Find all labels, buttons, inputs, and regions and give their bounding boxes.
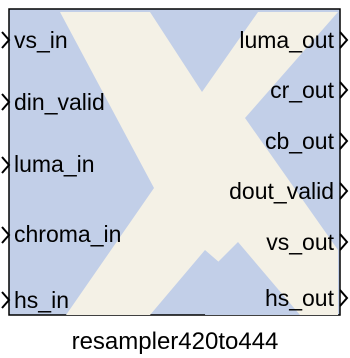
output-port[interactable]: cr_out xyxy=(270,77,349,103)
input-port[interactable]: vs_in xyxy=(1,27,68,53)
output-port[interactable]: luma_out xyxy=(239,27,349,53)
input-port-label: din_valid xyxy=(14,89,105,115)
block-name-label: resampler420to444 xyxy=(72,328,279,355)
input-port-label: hs_in xyxy=(14,287,69,313)
input-port-arrow-icon xyxy=(1,291,11,309)
input-port-label: luma_in xyxy=(14,151,95,177)
output-port-arrow-icon xyxy=(339,31,349,49)
output-port[interactable]: hs_out xyxy=(265,285,349,311)
output-port-arrow-icon xyxy=(339,233,349,251)
output-ports: luma_out cr_out cb_out dout_valid vs_out… xyxy=(229,27,349,311)
output-port-label: luma_out xyxy=(239,27,334,53)
output-port-label: hs_out xyxy=(265,285,335,311)
output-port-arrow-icon xyxy=(339,132,349,150)
logo-cutouts xyxy=(182,42,300,315)
output-port-label: cr_out xyxy=(270,77,335,103)
output-port-label: cb_out xyxy=(265,128,335,154)
input-port-arrow-icon xyxy=(1,156,11,174)
output-port-arrow-icon xyxy=(339,289,349,307)
input-port[interactable]: chroma_in xyxy=(1,221,121,247)
input-port-label: chroma_in xyxy=(14,221,121,247)
output-port-arrow-icon xyxy=(339,81,349,99)
output-port[interactable]: dout_valid xyxy=(229,178,349,204)
input-port-arrow-icon xyxy=(1,226,11,244)
output-port[interactable]: vs_out xyxy=(266,229,349,255)
logo-x-shape xyxy=(60,12,338,315)
input-port[interactable]: hs_in xyxy=(1,287,69,313)
input-port[interactable]: luma_in xyxy=(1,151,95,177)
output-port-label: vs_out xyxy=(266,229,334,255)
input-port-arrow-icon xyxy=(1,31,11,49)
input-port[interactable]: din_valid xyxy=(1,89,105,115)
input-port-label: vs_in xyxy=(14,27,68,53)
input-port-arrow-icon xyxy=(1,93,11,111)
output-port[interactable]: cb_out xyxy=(265,128,349,154)
output-port-label: dout_valid xyxy=(229,178,334,204)
input-ports: vs_in din_valid luma_in chroma_in hs_in xyxy=(1,27,121,313)
output-port-arrow-icon xyxy=(339,182,349,200)
